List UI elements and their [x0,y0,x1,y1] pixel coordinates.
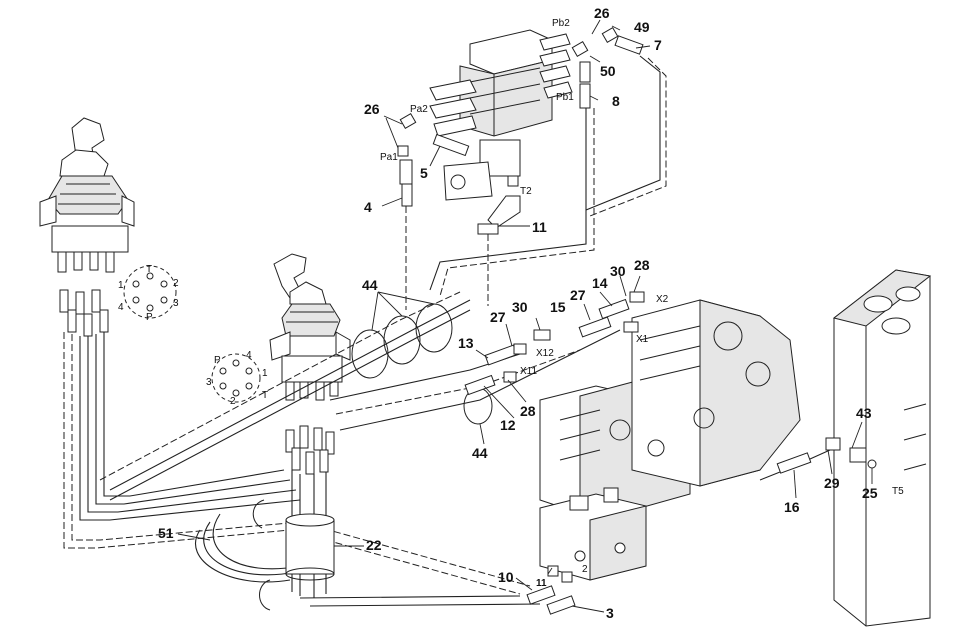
callout-numbers: 26 49 7 50 8 26 5 4 11 44 28 30 14 27 15… [158,5,878,621]
callout-13: 13 [458,335,474,351]
callout-10: 10 [498,569,514,585]
callout-30-mid: 30 [512,299,528,315]
callout-30-top: 30 [610,263,626,279]
callout-26-left: 26 [364,101,380,117]
callout-25: 25 [862,485,878,501]
leader-lines [177,19,873,613]
left-port-2: 2 [173,278,179,289]
callout-49: 49 [634,19,650,35]
callout-11-top: 11 [532,219,547,235]
protective-sleeve-22 [285,513,335,581]
callout-11-bottom: 11 [536,578,547,589]
callout-26-top: 26 [594,5,610,21]
right-port-1: 1 [262,368,268,379]
callout-3: 3 [606,605,614,621]
port-t2: T2 [520,186,532,197]
right-port-2: 2 [230,396,236,407]
right-port-t: T [262,390,268,401]
port-2: 2 [582,564,588,575]
port-pa1: Pa1 [380,152,398,163]
left-port-3: 3 [173,298,179,309]
callout-22: 22 [366,537,382,553]
callout-28-mid: 28 [520,403,536,419]
left-valve-port-pattern: T 1 2 3 P 4 [118,264,179,323]
right-port-4: 4 [246,350,252,361]
left-port-t: T [146,264,152,275]
solenoid-valve-block [539,487,647,581]
port-pb1: Pb1 [556,92,574,103]
right-valve-port-pattern: P 4 1 3 2 T [206,350,268,407]
left-joystick-pilot-valve [39,117,135,337]
callout-50: 50 [600,63,616,79]
control-valve-assembly [429,29,573,201]
hydraulic-tank [832,269,932,627]
port-pa2: Pa2 [410,104,428,115]
callout-27-top: 27 [570,287,586,303]
right-port-3: 3 [206,377,212,388]
callout-8: 8 [612,93,620,109]
main-pump-assembly [539,299,801,515]
callout-51: 51 [158,525,174,541]
hose-fittings [397,26,877,615]
right-joystick-pilot-valve [269,253,351,475]
port-x1: X1 [636,334,649,345]
callout-15: 15 [550,299,566,315]
callout-12: 12 [500,417,516,433]
callout-16: 16 [784,499,800,515]
callout-5: 5 [420,165,428,181]
port-labels: Pb2 Pb1 Pa2 Pa1 T2 X2 X1 X12 X11 T5 2 [380,18,904,575]
left-port-4: 4 [118,302,124,313]
callout-27-mid: 27 [490,309,506,325]
callout-28-top: 28 [634,257,650,273]
left-port-1: 1 [118,280,124,291]
port-x12: X12 [536,348,554,359]
callout-44-top: 44 [362,277,378,293]
callout-44-bottom: 44 [472,445,488,461]
callout-43: 43 [856,405,872,421]
right-port-p: P [214,355,221,366]
callout-7: 7 [654,37,662,53]
callout-4: 4 [364,199,372,215]
callout-29: 29 [824,475,840,491]
port-x11: X11 [520,366,537,377]
port-pb2: Pb2 [552,18,570,29]
left-port-p: P [146,312,153,323]
callout-14: 14 [592,275,608,291]
port-x2: X2 [656,294,669,305]
port-t5: T5 [892,486,904,497]
